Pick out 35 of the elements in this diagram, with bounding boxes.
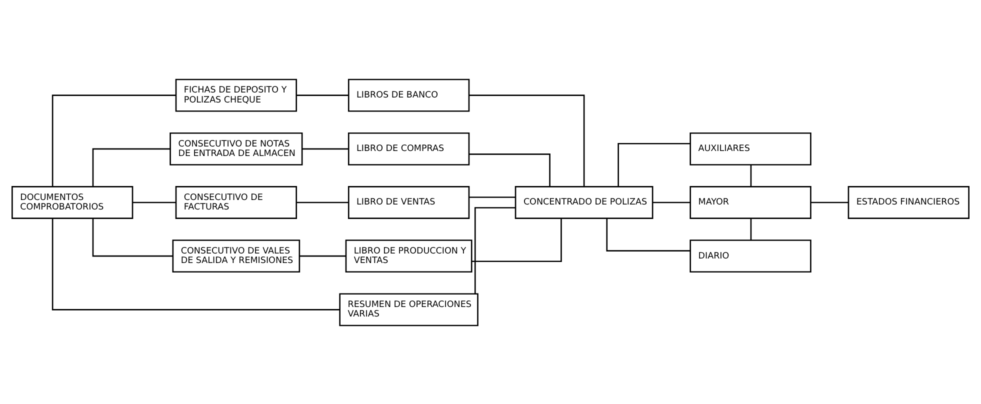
connector — [92, 218, 173, 256]
connector — [132, 201, 176, 203]
node-box: LIBRO DE COMPRAS — [348, 132, 470, 165]
connector — [472, 218, 562, 262]
connector — [52, 94, 176, 186]
connector — [810, 201, 848, 203]
connector — [750, 218, 752, 240]
connector — [92, 148, 170, 186]
connector — [52, 218, 340, 310]
connector — [652, 201, 690, 203]
node-box: DIARIO — [690, 239, 812, 272]
connector — [469, 153, 550, 186]
connector — [606, 218, 690, 251]
node-box: FICHAS DE DEPOSITO Y POLIZAS CHEQUE — [175, 78, 298, 112]
connector — [469, 196, 516, 198]
node-box: RESUMEN DE OPERACIONES VARIAS — [339, 292, 478, 326]
connector — [618, 142, 690, 186]
node-box: LIBRO DE VENTAS — [348, 186, 470, 218]
node-box: CONSECUTIVO DE NOTAS DE ENTRADA DE ALMACEN — [170, 132, 303, 165]
node-box: LIBRO DE PRODUCCION Y VENTAS — [345, 239, 472, 272]
node-box: CONSECUTIVO DE VALES DE SALIDA Y REMISIONES — [172, 239, 300, 272]
node-box: CONCENTRADO DE POLIZAS — [514, 186, 654, 218]
node-box: CONSECUTIVO DE FACTURAS — [175, 186, 298, 218]
connector — [299, 254, 346, 256]
connector — [296, 94, 348, 96]
node-box: ESTADOS FINANCIEROS — [848, 186, 970, 218]
connector — [469, 94, 585, 186]
connector — [474, 206, 516, 294]
connector — [750, 164, 752, 186]
connector — [296, 201, 348, 203]
node-box: MAYOR — [690, 186, 812, 218]
node-box: DOCUMENTOS COMPROBATORIOS — [12, 186, 134, 218]
connector — [302, 148, 348, 150]
node-box: LIBROS DE BANCO — [348, 78, 470, 112]
node-box: AUXILIARES — [690, 132, 812, 165]
